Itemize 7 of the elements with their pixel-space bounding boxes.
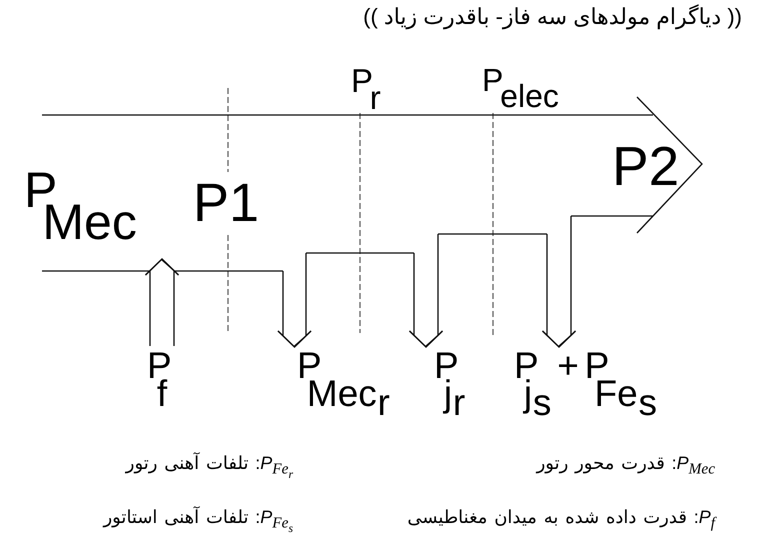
- power-label: P2: [612, 139, 680, 194]
- power-label: P1: [193, 176, 260, 230]
- hollow-arrow: [144, 258, 180, 347]
- hollow-arrow: [408, 233, 444, 348]
- diagram-title: (( دیاگرام مولدهای سه فاز- باقدرت زیاد )): [363, 4, 742, 30]
- hollow-arrow: [277, 252, 312, 348]
- hollow-arrow: [542, 215, 576, 348]
